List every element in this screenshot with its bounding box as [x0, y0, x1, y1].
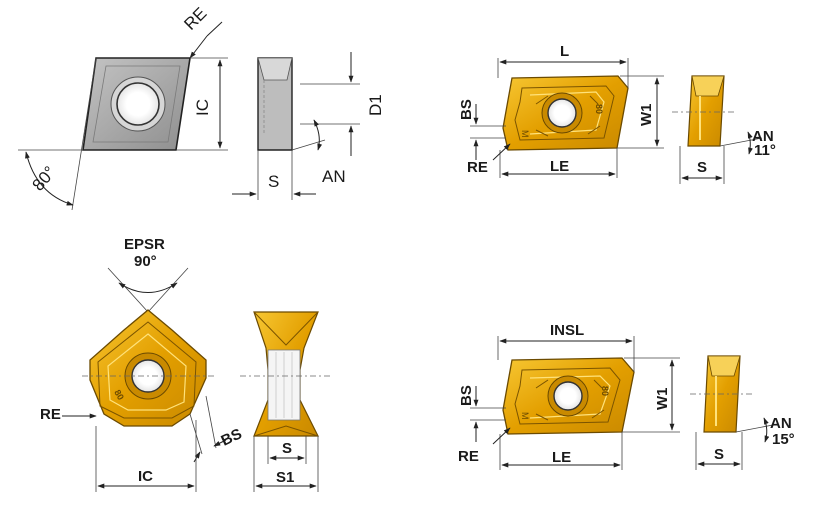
- rect-top-engraving: 80: [594, 104, 604, 114]
- svg-text:M: M: [520, 412, 530, 420]
- rect-top-re-label: RE: [467, 159, 488, 176]
- trigon-insert-view: EPSR 90° 80 RE BS IC S: [40, 236, 330, 492]
- svg-text:M: M: [520, 130, 530, 138]
- rect-bottom-insl-label: INSL: [550, 322, 584, 339]
- rect-top-bs-label: BS: [458, 99, 475, 120]
- rect-bottom-s-label: S: [714, 446, 724, 463]
- rhombic-s-label: S: [268, 172, 279, 191]
- rect-bottom-bs-label: BS: [458, 385, 475, 406]
- rhombic-re-label: RE: [180, 4, 210, 34]
- rect-top-l-label: L: [560, 43, 569, 60]
- trigon-s1-label: S1: [276, 469, 294, 486]
- rhombic-insert-view: RE IC 80° D1 S AN: [18, 4, 385, 211]
- rect-top-w1-label: W1: [638, 104, 655, 127]
- rect-bottom-an-angle: 15°: [772, 431, 795, 448]
- rhombic-d1-label: D1: [366, 94, 385, 116]
- rhombic-an-label: AN: [322, 167, 346, 186]
- rect-bottom-an-label: AN: [770, 415, 792, 432]
- rect-top-s-label: S: [697, 159, 707, 176]
- trigon-engraving: 80: [112, 388, 126, 402]
- rect-insert-top-view: 80 M L W1 LE BS RE S: [458, 43, 776, 184]
- rhombic-angle-label: 80°: [29, 163, 60, 195]
- trigon-re-label: RE: [40, 406, 61, 423]
- trigon-bs-label: BS: [219, 425, 245, 449]
- trigon-epsr-angle: 90°: [134, 253, 157, 270]
- rect-top-an-angle: 11°: [754, 142, 776, 159]
- trigon-epsr-label: EPSR: [124, 236, 165, 253]
- rect-bottom-re-label: RE: [458, 448, 479, 465]
- rect-bottom-le-label: LE: [552, 449, 571, 466]
- trigon-ic-label: IC: [138, 468, 153, 485]
- rect-top-an-label: AN: [752, 128, 774, 145]
- rect-bottom-w1-label: W1: [654, 388, 671, 411]
- rect-bottom-engraving: 80: [600, 386, 610, 396]
- rect-top-le-label: LE: [550, 158, 569, 175]
- rect-insert-bottom-view: 80 M INSL W1 LE BS RE S: [458, 322, 795, 470]
- trigon-s-label: S: [282, 440, 292, 457]
- rhombic-ic-label: IC: [193, 99, 212, 116]
